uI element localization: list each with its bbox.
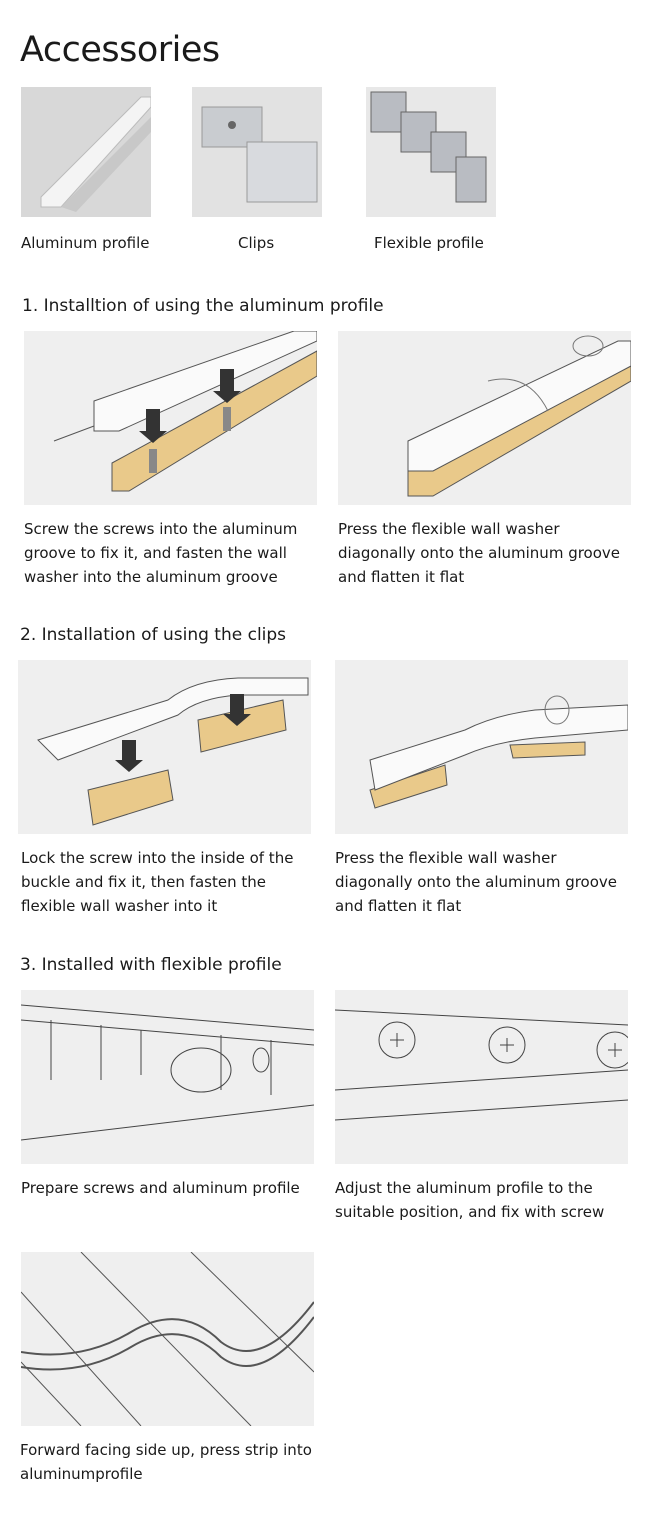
step-image: [335, 660, 628, 834]
step-image: [24, 331, 317, 505]
step-image: [335, 990, 628, 1164]
accessory-label: Flexible profile: [374, 234, 484, 252]
clips-image: [192, 87, 322, 217]
step-caption: Adjust the aluminum profile to the suita…: [335, 1179, 605, 1221]
step-image: [338, 331, 631, 505]
step-caption: Screw the screws into the aluminum groov…: [24, 520, 298, 586]
accessory-label: Aluminum profile: [21, 234, 150, 252]
aluminum-profile-image: [21, 87, 151, 217]
step-caption: Press the flexible wall washer diagonall…: [335, 849, 618, 915]
section-heading: 3. Installed with flexible profile: [20, 955, 282, 975]
accessory-label: Clips: [238, 234, 275, 252]
step-caption: Lock the screw into the inside of the bu…: [21, 849, 294, 915]
step-caption: Press the flexible wall washer diagonall…: [338, 520, 621, 586]
section-heading: 2. Installation of using the clips: [20, 625, 287, 645]
section-heading: 1. Installtion of using the aluminum pro…: [22, 296, 384, 316]
step-caption: Forward facing side up, press strip into…: [20, 1441, 312, 1483]
step-image: [18, 660, 311, 834]
step-image: [21, 990, 314, 1164]
step-caption: Prepare screws and aluminum profile: [21, 1179, 300, 1197]
flexible-profile-image: [366, 87, 496, 217]
page-title: Accessories: [20, 30, 220, 70]
step-image: [21, 1252, 314, 1426]
